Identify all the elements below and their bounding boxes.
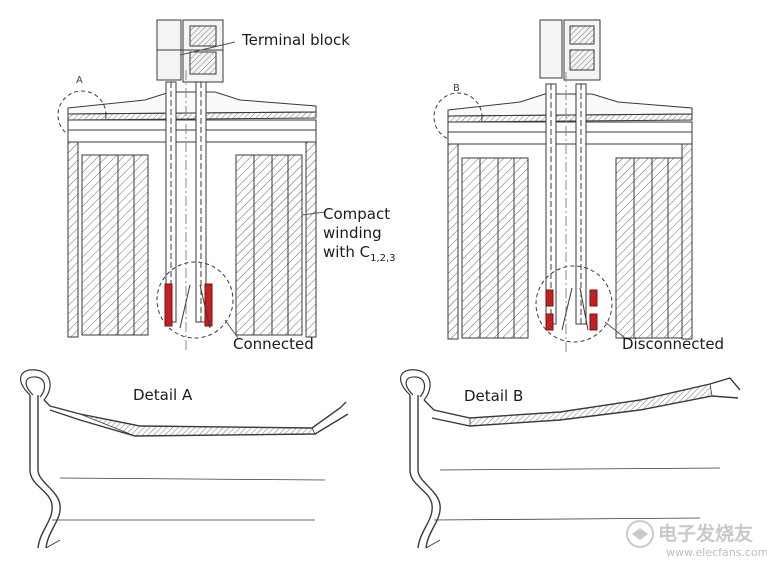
left-capacitor-section xyxy=(57,19,326,350)
label-connected: Connected xyxy=(233,335,314,353)
detail-b-drawing xyxy=(400,369,741,549)
watermark-logo-icon xyxy=(626,520,654,548)
winding-left-2 xyxy=(235,154,303,336)
label-disconnected: Disconnected xyxy=(622,335,724,353)
connector-red-left-1 xyxy=(164,283,173,327)
marker-b: B xyxy=(453,83,460,94)
winding-right-2 xyxy=(615,157,683,339)
label-detail-b: Detail B xyxy=(464,387,523,405)
marker-a: A xyxy=(76,75,83,86)
watermark: 电子发烧友 www.elecfans.com xyxy=(626,520,767,559)
label-terminal-block: Terminal block xyxy=(241,31,350,49)
watermark-url: www.elecfans.com xyxy=(666,546,767,559)
terminal-block-right xyxy=(539,19,563,79)
label-compact-line1: Compact xyxy=(323,205,390,223)
label-compact-line2: winding xyxy=(323,224,382,242)
detail-a-drawing xyxy=(20,369,349,549)
label-compact-line3: with C1,2,3 xyxy=(323,243,396,264)
watermark-cn: 电子发烧友 xyxy=(658,522,753,545)
winding-left-1 xyxy=(81,154,149,336)
connector-red-right-1b xyxy=(545,313,554,331)
label-compact-subscript: 1,2,3 xyxy=(370,253,395,264)
connector-red-right-2b xyxy=(589,313,598,331)
connector-red-right-1a xyxy=(545,289,554,307)
right-capacitor-section xyxy=(433,19,693,352)
winding-right-1 xyxy=(461,157,529,339)
connector-red-right-2a xyxy=(589,289,598,307)
label-compact-line3-main: with C xyxy=(323,243,370,261)
label-detail-a: Detail A xyxy=(133,386,193,404)
